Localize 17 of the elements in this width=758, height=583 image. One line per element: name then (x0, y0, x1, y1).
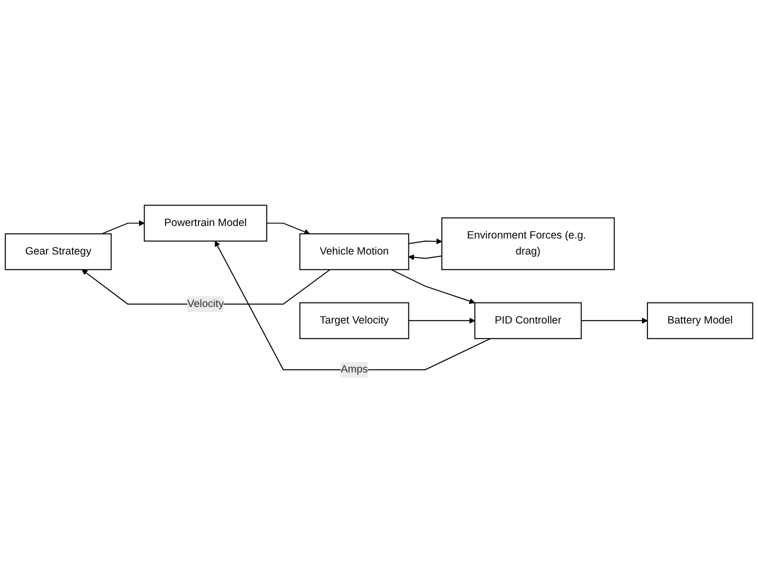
node-box: Vehicle Motion (299, 233, 410, 270)
arrow (101, 220, 145, 234)
arrow (580, 318, 648, 324)
arrow (266, 222, 310, 235)
node-box: Gear Strategy (4, 233, 112, 270)
arrow (408, 318, 476, 324)
edge-label: Velocity (187, 298, 224, 310)
node-box: PID Controller (474, 302, 582, 340)
arrow (408, 238, 442, 244)
arrow (214, 240, 492, 370)
arrow (408, 254, 442, 260)
node-box: Powertrain Model (144, 204, 268, 242)
edge-label: Amps (340, 364, 368, 376)
node-box: Battery Model (646, 302, 754, 340)
arrow (390, 269, 476, 304)
node-box: Target Velocity (299, 302, 410, 340)
node-box: Environment Forces (e.g. drag) (441, 217, 615, 270)
